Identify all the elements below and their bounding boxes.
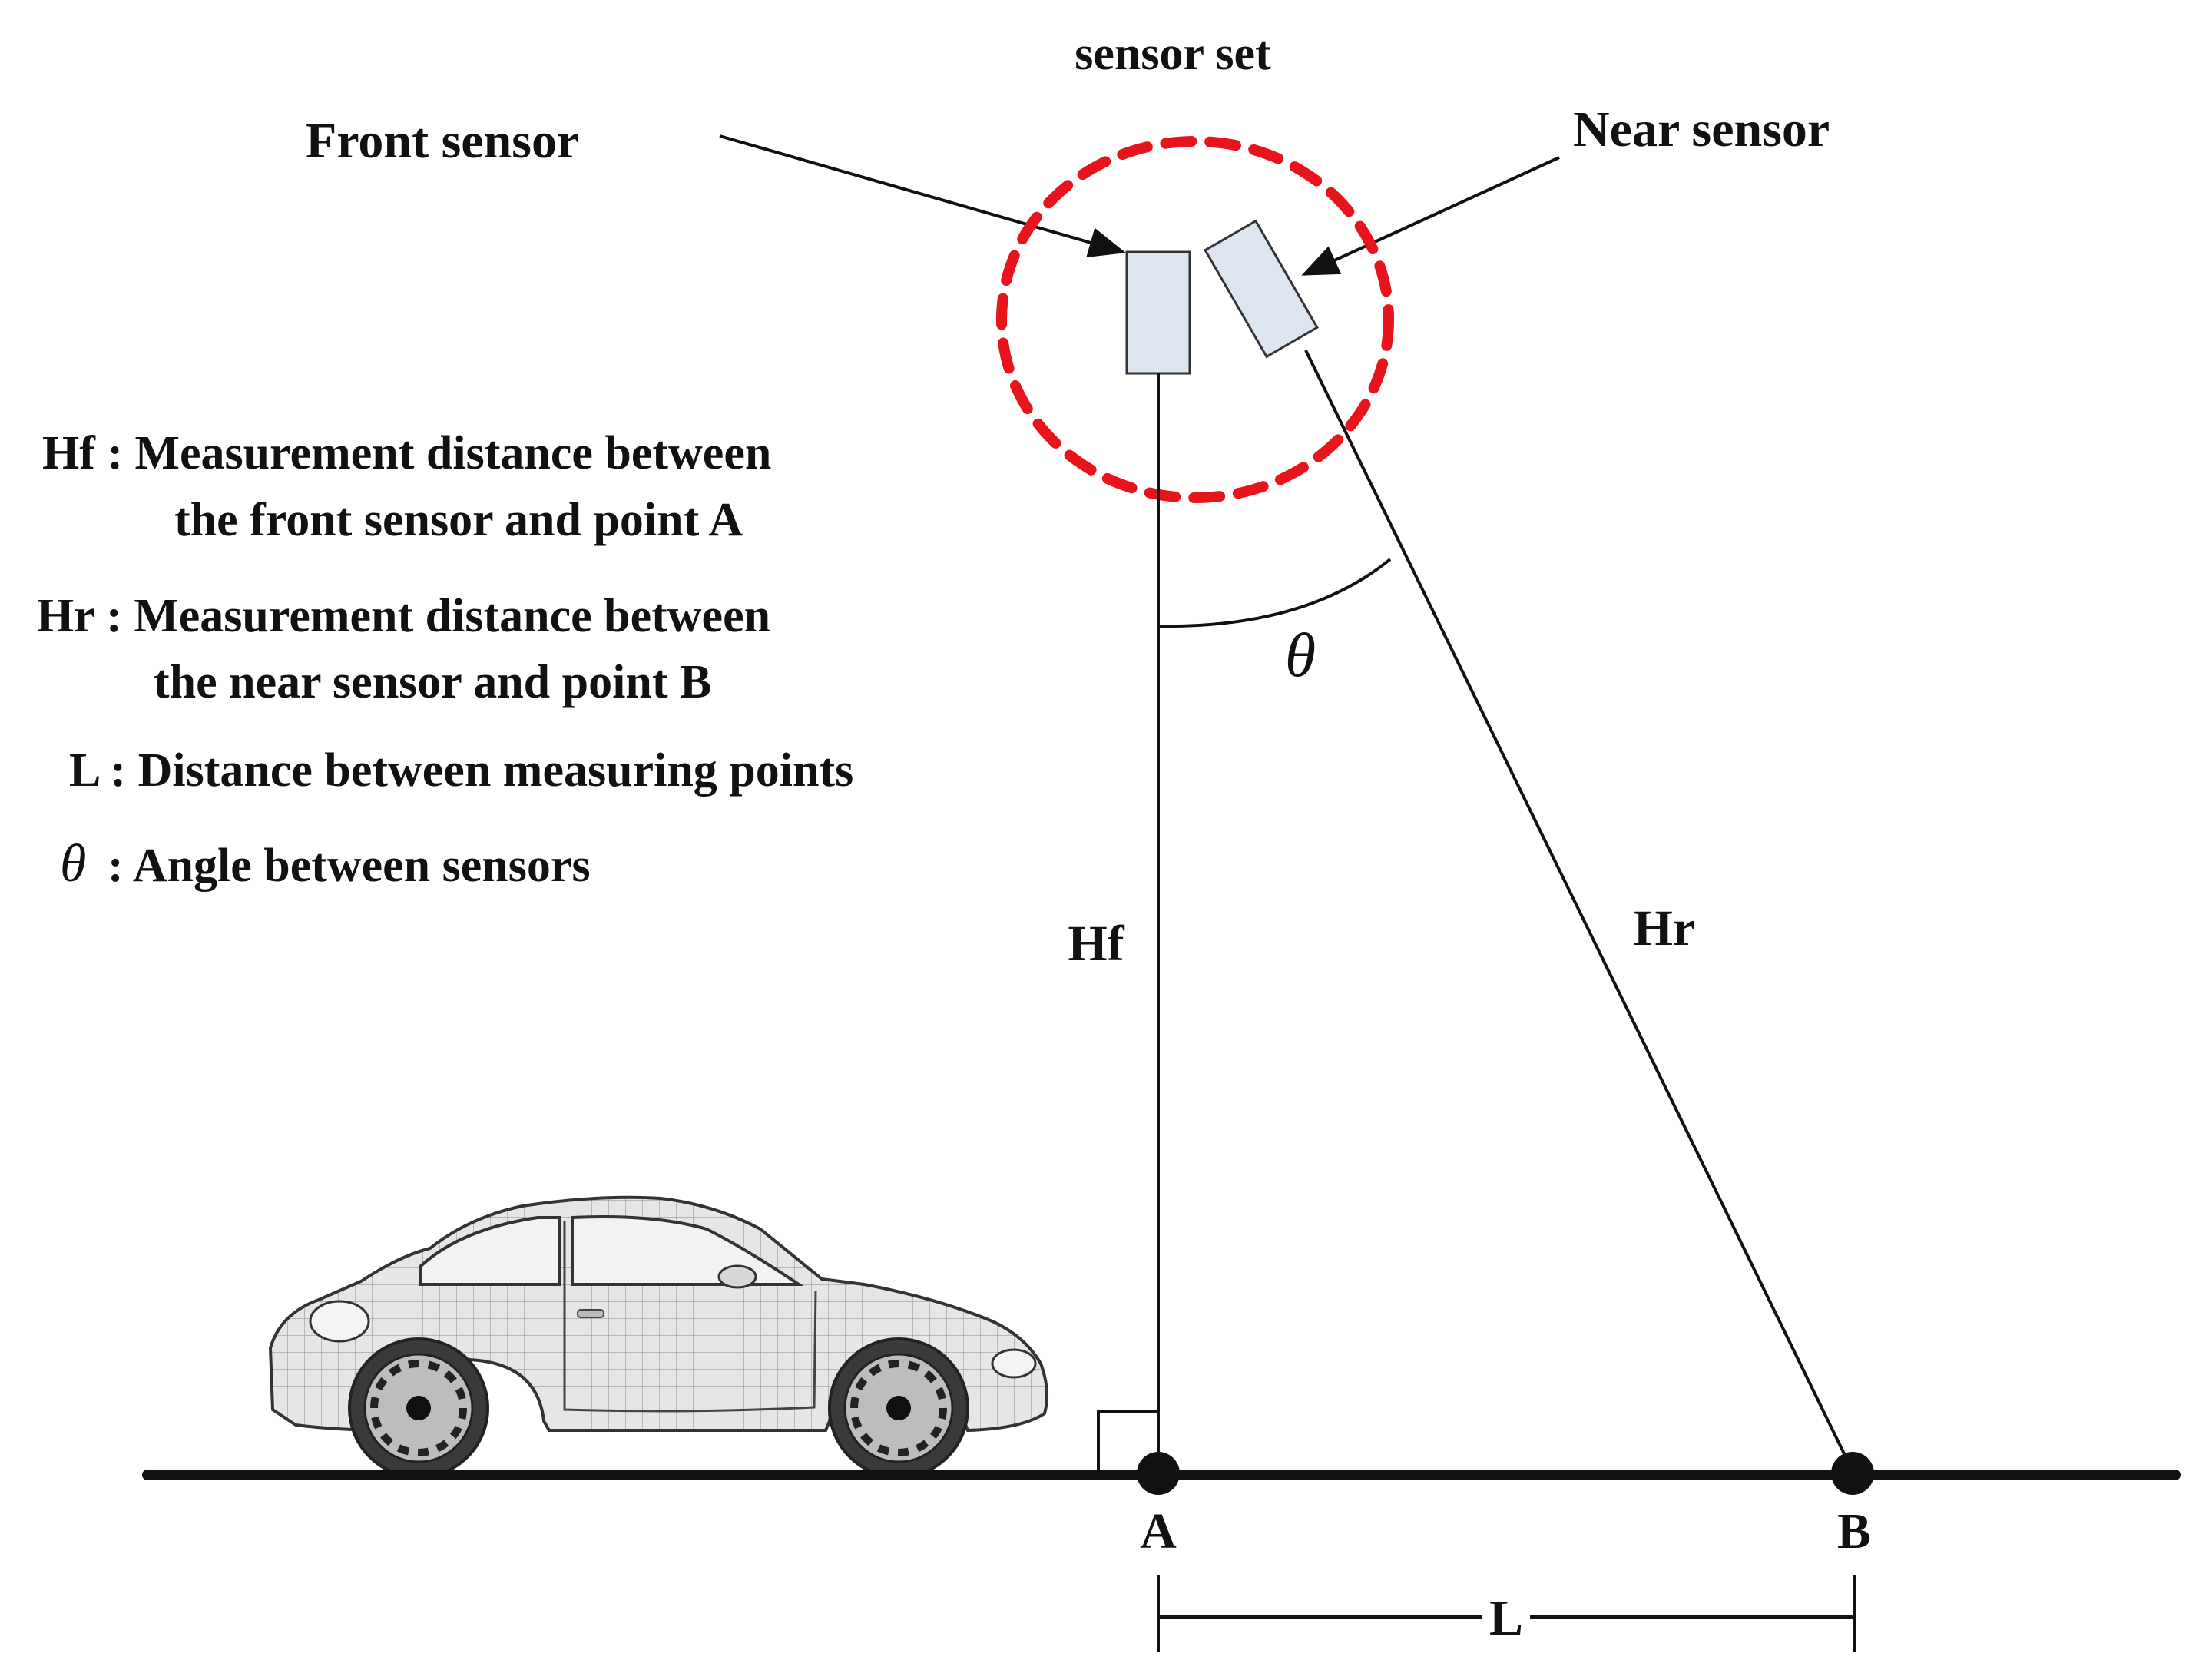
front-sensor-box	[1125, 250, 1191, 375]
legend-hr-line1: Hr : Measurement distance between	[37, 590, 770, 642]
legend-hf-line2: the front sensor and point A	[174, 494, 743, 546]
point-b-label: B	[1837, 1503, 1871, 1559]
car-door-handle	[577, 1309, 604, 1318]
car-taillight	[309, 1300, 370, 1343]
theta-label: θ	[1285, 620, 1316, 690]
car-mirror	[717, 1264, 757, 1289]
right-angle-marker	[1097, 1410, 1158, 1471]
near-sensor-label: Near sensor	[1573, 101, 1830, 157]
near-sensor-arrow	[1301, 156, 1560, 276]
distance-l-label: L	[1489, 1590, 1523, 1646]
point-b-dot	[1831, 1452, 1874, 1495]
car-front-wheel	[828, 1337, 969, 1479]
hr-measure-line	[1304, 350, 1854, 1472]
car-headlight	[991, 1348, 1037, 1379]
point-a-dot	[1137, 1452, 1180, 1495]
theta-angle-arc	[1157, 558, 1392, 628]
front-sensor-arrow	[719, 134, 1126, 258]
legend: Hf : Measurement distance between the fr…	[37, 427, 853, 893]
car-illustration	[268, 1195, 1048, 1479]
car-rear-wheel	[348, 1337, 489, 1479]
near-sensor-box	[1204, 219, 1319, 359]
distance-l-dimension	[1157, 1575, 1856, 1652]
legend-hr-line2: the near sensor and point B	[154, 656, 711, 708]
legend-theta-symbol: θ	[60, 834, 86, 893]
front-sensor-label: Front sensor	[306, 113, 579, 169]
legend-hf-line1: Hf : Measurement distance between	[42, 427, 771, 479]
car-door-line	[563, 1221, 817, 1413]
sensor-set-title: sensor set	[1075, 28, 1271, 80]
point-a-label: A	[1140, 1503, 1177, 1559]
hf-line-label: Hf	[1068, 916, 1124, 972]
hr-line-label: Hr	[1634, 900, 1696, 956]
sensor-set-highlight-circle	[996, 136, 1394, 503]
legend-theta-line: : Angle between sensors	[108, 840, 591, 892]
car-rear-window	[419, 1216, 561, 1286]
legend-l-line: L : Distance between measuring points	[69, 744, 853, 797]
